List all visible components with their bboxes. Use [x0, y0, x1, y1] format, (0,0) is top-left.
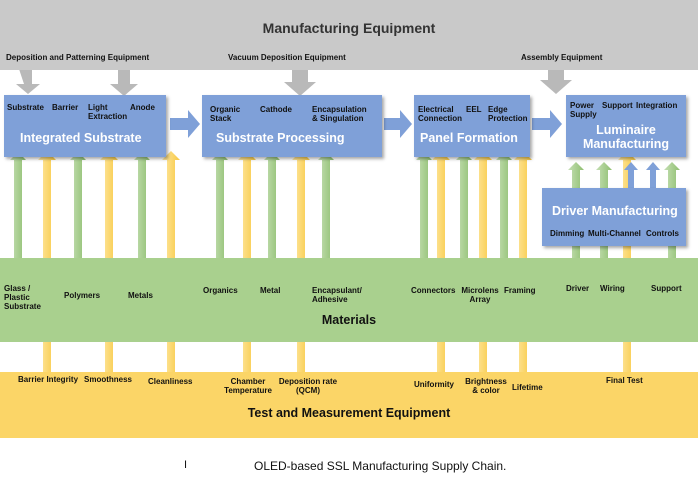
- test-uniformity: Uniformity: [414, 380, 454, 389]
- processing-item-cathode: Cathode: [260, 105, 292, 114]
- gray-arrow: [110, 60, 138, 96]
- materials-to-process-arrows: [10, 152, 680, 258]
- integrated-item-anode: Anode: [130, 103, 155, 112]
- panel-item-electrical-connection: Electrical Connection: [418, 105, 462, 123]
- panel-item-edge-protection: Edge Protection: [488, 105, 528, 123]
- luminaire-item-support: Support: [602, 101, 633, 110]
- test-brightness-color: Brightness & color: [465, 377, 507, 395]
- material-metal: Metal: [260, 286, 281, 295]
- test-chamber-temperature: Chamber Temperature: [224, 377, 272, 395]
- test-measurement-band: Test and Measurement Equipment: [0, 372, 698, 438]
- material-encapsulant-adhesive: Encapsulant/ Adhesive: [312, 286, 362, 304]
- green-arrow: [264, 152, 280, 258]
- manufacturing-equipment-band: Manufacturing Equipment Deposition and P…: [0, 0, 698, 70]
- substrate-processing-box: Organic Stack Cathode Encapsulation & Si…: [202, 95, 382, 157]
- manufacturing-equipment-title: Manufacturing Equipment: [262, 20, 436, 36]
- blue-arrow: [384, 110, 412, 138]
- test-deposition-rate: Deposition rate (QCM): [278, 377, 338, 395]
- material-glass-plastic-substrate: Glass / Plastic Substrate: [4, 284, 41, 311]
- integrated-item-substrate: Substrate: [7, 103, 44, 112]
- blue-arrow: [170, 110, 200, 138]
- material-wiring: Wiring: [600, 284, 625, 293]
- luminaire-manufacturing-title: Luminaire Manufacturing: [582, 123, 670, 151]
- blue-arrow: [624, 162, 638, 188]
- green-arrow: [10, 152, 26, 258]
- material-driver: Driver: [566, 284, 590, 293]
- integrated-item-barrier: Barrier: [52, 103, 79, 112]
- green-arrow: [212, 152, 228, 258]
- green-arrow: [456, 152, 472, 258]
- luminaire-item-integration: Integration: [636, 101, 678, 110]
- processing-item-encapsulation: Encapsulation & Singulation: [312, 105, 367, 123]
- green-arrow: [416, 152, 432, 258]
- assembly-equipment-label: Assembly Equipment: [521, 53, 603, 62]
- material-connectors: Connectors: [411, 286, 456, 295]
- processing-item-organic-stack: Organic Stack: [210, 105, 241, 123]
- blue-arrow: [532, 110, 562, 138]
- green-arrow: [496, 152, 512, 258]
- driver-item-controls: Controls: [646, 229, 679, 238]
- luminaire-item-power-supply: Power Supply: [570, 101, 597, 119]
- material-support: Support: [651, 284, 682, 293]
- luminaire-manufacturing-box: Power Supply Support Integration Luminai…: [566, 95, 686, 157]
- panel-formation-title: Panel Formation: [420, 131, 518, 145]
- integrated-item-light-extraction: Light Extraction: [88, 103, 128, 121]
- test-lifetime: Lifetime: [512, 383, 543, 392]
- driver-item-dimming: Dimming: [550, 229, 585, 238]
- panel-formation-box: Electrical Connection EEL Edge Protectio…: [414, 95, 530, 157]
- test-cleanliness: Cleanliness: [148, 377, 193, 386]
- panel-item-eel: EEL: [466, 105, 482, 114]
- materials-band: Glass / Plastic Substrate Polymers Metal…: [0, 258, 698, 342]
- material-microlens-array: Microlens Array: [461, 286, 499, 304]
- integrated-substrate-box: Substrate Barrier Light Extraction Anode…: [4, 95, 166, 157]
- substrate-processing-title: Substrate Processing: [216, 131, 345, 145]
- test-barrier-integrity: Barrier Integrity: [18, 375, 79, 384]
- process-flow-arrows: [170, 110, 660, 188]
- figure-caption: OLED-based SSL Manufacturing Supply Chai…: [254, 459, 507, 473]
- driver-item-multi-channel: Multi-Channel: [588, 229, 641, 238]
- material-framing: Framing: [504, 286, 536, 295]
- test-measurement-title: Test and Measurement Equipment: [247, 406, 451, 420]
- caption-mark: I: [184, 459, 188, 471]
- green-arrow: [70, 152, 86, 258]
- vacuum-equipment-label: Vacuum Deposition Equipment: [228, 53, 346, 62]
- green-arrow: [134, 152, 150, 258]
- test-smoothness: Smoothness: [84, 375, 133, 384]
- green-arrow: [318, 152, 334, 258]
- integrated-substrate-title: Integrated Substrate: [20, 131, 142, 145]
- material-polymers: Polymers: [64, 291, 101, 300]
- driver-manufacturing-box: Driver Manufacturing Dimming Multi-Chann…: [542, 188, 686, 246]
- deposition-equipment-label: Deposition and Patterning Equipment: [6, 53, 150, 62]
- material-organics: Organics: [203, 286, 238, 295]
- blue-arrow: [646, 162, 660, 188]
- materials-title: Materials: [321, 313, 377, 327]
- driver-manufacturing-title: Driver Manufacturing: [552, 204, 678, 218]
- material-metals: Metals: [128, 291, 153, 300]
- test-final-test: Final Test: [606, 376, 643, 385]
